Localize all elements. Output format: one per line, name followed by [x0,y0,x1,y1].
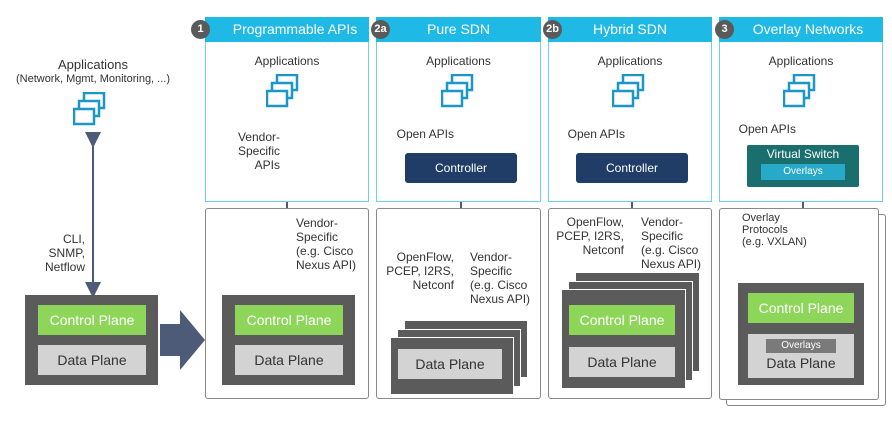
col1-applications-icon [266,74,299,108]
col2b-southbound-line: (e.g. Cisco [641,243,699,257]
col3-applications-icon [783,74,816,108]
protocol-snmp: SNMP, [48,246,85,260]
virtual-switch: Virtual Switch Overlays [747,145,859,187]
col3-header: Overlay Networks [719,17,883,42]
col1-lower-api-line: Vendor- [296,216,339,230]
col1-number-badge: 1 [191,20,210,39]
col1-lower-api-line: Specific [296,230,339,244]
col3-overlay-protocols-line: Protocols [742,224,788,236]
col3-title: Overlay Networks [752,21,864,37]
col3-open-apis-label: Open APIs [738,122,796,136]
col2b-southbound-line: OpenFlow, [566,215,624,229]
col2a-applications-label: Applications [426,54,491,68]
col2b-header: Hybrid SDN [548,17,712,42]
col2a-data-plane: Data Plane [398,349,502,379]
col2a-southbound-line: Netconf [412,278,454,292]
migration-arrow [160,310,205,370]
col2a-southbound-line: (e.g. Cisco [470,278,528,292]
col2b-data-plane: Data Plane [569,347,675,377]
protocol-cli: CLI, [62,232,85,246]
col1-data-plane: Data Plane [235,345,343,375]
col2a-southbound-line: Nexus API) [470,292,531,306]
col2b-control-plane: Control Plane [569,305,675,335]
virtual-switch-label: Virtual Switch [766,147,840,161]
col2a-southbound-line: OpenFlow, [396,250,454,264]
col3-overlay-protocols-line: Overlay [742,212,780,224]
col2a-title: Pure SDN [426,21,491,37]
col1-control-plane: Control Plane [235,305,343,335]
col2a-header: Pure SDN [376,17,541,42]
col1-upper-api-line: Specific [237,144,280,158]
col2a-southbound-left-text: OpenFlow, PCEP, I2RS, Netconf [378,250,454,292]
col2a-number-badge: 2a [371,20,390,39]
col3-overlays-badge: Overlays [766,339,836,353]
col3-number-badge: 3 [715,20,734,39]
col3-data-plane-box: Overlays Data Plane [748,334,854,378]
col2b-title: Hybrid SDN [593,21,667,37]
col2a-controller: Controller [405,153,517,183]
col2a-southbound-line: Vendor- [470,250,513,264]
col2b-southbound-line: Vendor- [641,215,684,229]
left-data-plane: Data Plane [38,345,146,375]
col3-overlay-protocols-line: (e.g. VXLAN) [742,236,807,248]
col2b-southbound-line: PCEP, I2RS, [556,229,624,243]
left-control-plane: Control Plane [38,305,146,335]
applications-icon [73,92,106,126]
col2b-controller: Controller [576,153,688,183]
col2b-number-badge: 2b [543,20,562,39]
col2a-applications-icon [441,74,474,108]
col2b-southbound-right-text: Vendor- Specific (e.g. Cisco Nexus API) [641,215,711,271]
col3-applications-label: Applications [768,54,834,68]
protocol-netflow: Netflow [44,260,85,274]
col2b-southbound-line: Specific [641,229,684,243]
col2a-southbound-line: Specific [470,264,513,278]
left-protocol-list: CLI, SNMP, Netflow [30,232,85,274]
col1-applications-label: Applications [254,54,320,68]
col2a-open-apis-label: Open APIs [396,127,454,141]
col2b-southbound-line: Netconf [582,243,624,257]
col1-lower-api-text: Vendor- Specific (e.g. Cisco Nexus API) [296,216,368,272]
col3-control-plane: Control Plane [748,293,854,323]
col1-top-panel [205,42,369,202]
col1-upper-api-line: APIs [254,158,280,172]
col1-header: Programmable APIs [205,17,369,42]
col2b-open-apis-label: Open APIs [567,127,625,141]
col1-upper-api-line: Vendor- [237,130,280,144]
col1-lower-api-line: Nexus API) [296,258,357,272]
col2a-southbound-right-text: Vendor- Specific (e.g. Cisco Nexus API) [470,250,542,306]
col2b-southbound-left-text: OpenFlow, PCEP, I2RS, Netconf [550,215,624,257]
col1-title: Programmable APIs [232,21,358,37]
left-apps-subtitle: (Network, Mgmt, Monitoring, ...) [15,73,171,85]
col3-overlay-protocols-text: Overlay Protocols (e.g. VXLAN) [742,212,822,248]
col2b-applications-icon [612,74,645,108]
virtual-switch-overlays: Overlays [761,164,845,180]
col2b-southbound-line: Nexus API) [641,257,702,271]
col2a-southbound-line: PCEP, I2RS, [386,264,454,278]
col1-upper-api-text: Vendor- Specific APIs [212,130,280,172]
col1-lower-api-line: (e.g. Cisco [296,244,354,258]
col2b-applications-label: Applications [597,54,663,68]
left-apps-title: Applications [57,57,129,72]
col3-data-plane: Data Plane [766,355,836,371]
